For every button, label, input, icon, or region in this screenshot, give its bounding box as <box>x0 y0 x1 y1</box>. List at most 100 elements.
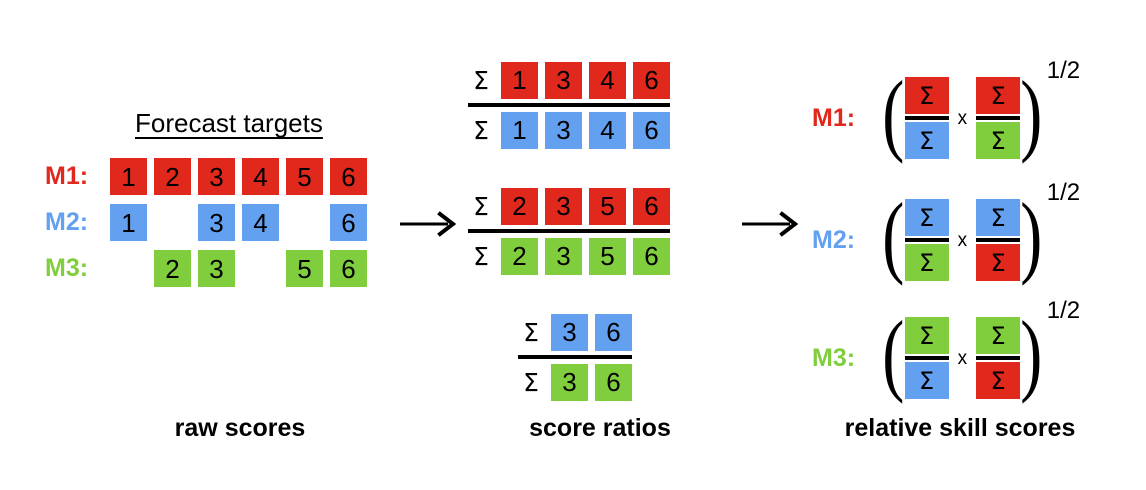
ratio-cell: 3 <box>551 313 588 351</box>
ratio-cell: 1 <box>501 61 538 99</box>
ratio-cell: 5 <box>589 237 626 275</box>
skill-fraction-second: Σ Σ <box>976 317 1021 399</box>
arrow-ratios-to-skill-icon <box>742 211 802 237</box>
left-parenthesis: ( <box>882 184 905 287</box>
raw-row-label-m1: M1: <box>45 162 89 190</box>
fraction-bar <box>904 116 949 120</box>
raw-cell-empty <box>110 250 147 287</box>
fraction-bar <box>904 356 949 360</box>
ratio-cell: 4 <box>589 111 626 149</box>
caption-raw-scores: raw scores <box>174 414 306 442</box>
ratio-cell: 1 <box>501 111 538 149</box>
ratio-cell: 6 <box>633 111 670 149</box>
raw-cell: 4 <box>242 158 279 195</box>
fraction-numerator: Σ 2 3 5 6 <box>468 186 670 226</box>
right-parenthesis: ) <box>1020 62 1043 165</box>
fraction-denominator: Σ 1 3 4 6 <box>468 110 670 150</box>
raw-cell: 3 <box>198 204 235 241</box>
sigma-symbol: Σ <box>523 317 539 347</box>
ratio-cell: 5 <box>589 187 626 225</box>
ratio-cell: 2 <box>501 237 538 275</box>
right-parenthesis: ) <box>1020 184 1043 287</box>
fraction-numerator: Σ 1 3 4 6 <box>468 60 670 100</box>
sigma-cell-numerator: Σ <box>904 77 949 114</box>
raw-cell: 2 <box>154 250 191 287</box>
fraction-bar <box>518 355 632 359</box>
raw-cell: 5 <box>286 158 323 195</box>
skill-expression: Σ Σ x Σ Σ <box>904 77 1021 159</box>
sigma-cell-numerator: Σ <box>976 77 1021 114</box>
fraction-denominator: Σ 3 6 <box>518 362 632 402</box>
forecast-targets-title: Forecast targets <box>135 108 323 138</box>
exponent-label: 1/2 <box>1046 57 1081 84</box>
raw-cell-empty <box>286 204 323 241</box>
sigma-cell-denominator: Σ <box>904 122 949 159</box>
sigma-symbol: Σ <box>473 241 489 271</box>
raw-cell: 4 <box>242 204 279 241</box>
score-ratio-fraction-3: Σ 3 6 Σ 3 6 <box>518 312 632 402</box>
raw-cell: 1 <box>110 158 147 195</box>
sigma-cell-denominator: Σ <box>976 244 1021 281</box>
ratio-cell: 6 <box>633 61 670 99</box>
raw-cell: 6 <box>330 204 367 241</box>
raw-cell: 6 <box>330 158 367 195</box>
relative-skill-row-m1: M1: ( Σ Σ x Σ Σ ) 1/2 <box>812 55 1081 165</box>
skill-fraction-first: Σ Σ <box>904 77 949 159</box>
ratio-cell: 3 <box>545 187 582 225</box>
skill-fraction-second: Σ Σ <box>976 199 1021 281</box>
fraction-bar <box>468 229 670 233</box>
left-parenthesis: ( <box>882 302 905 405</box>
skill-row-label-m3: M3: <box>812 343 856 372</box>
multiplication-symbol: x <box>957 108 968 129</box>
ratio-cell: 3 <box>551 363 588 401</box>
skill-expression: Σ Σ x Σ Σ <box>904 199 1021 281</box>
fraction-bar <box>976 356 1021 360</box>
sigma-cell-numerator: Σ <box>904 199 949 236</box>
ratio-cell: 4 <box>589 61 626 99</box>
sigma-cell-numerator: Σ <box>904 317 949 354</box>
sigma-symbol: Σ <box>473 65 489 95</box>
raw-cell-empty <box>154 204 191 241</box>
raw-row-label-m2: M2: <box>45 208 89 236</box>
multiplication-symbol: x <box>957 348 968 369</box>
raw-row-label-m3: M3: <box>45 254 89 282</box>
caption-score-ratios: score ratios <box>529 414 671 442</box>
caption-relative-skill-scores: relative skill scores <box>844 414 1076 442</box>
raw-cell: 1 <box>110 204 147 241</box>
sigma-cell-denominator: Σ <box>904 244 949 281</box>
arrow-raw-to-ratios-icon <box>400 211 460 237</box>
raw-cell: 2 <box>154 158 191 195</box>
ratio-cell: 6 <box>595 313 632 351</box>
raw-cell: 6 <box>330 250 367 287</box>
ratio-cell: 6 <box>633 187 670 225</box>
relative-skill-row-m3: M3: ( Σ Σ x Σ Σ ) 1/2 <box>812 295 1080 405</box>
fraction-bar <box>468 103 670 107</box>
fraction-numerator: Σ 3 6 <box>518 312 632 352</box>
skill-row-label-m2: M2: <box>812 225 856 254</box>
sigma-symbol: Σ <box>473 115 489 145</box>
score-ratio-fraction-1: Σ 1 3 4 6 Σ 1 3 4 6 <box>468 60 670 150</box>
skill-expression: Σ Σ x Σ Σ <box>904 317 1021 399</box>
raw-cell-empty <box>242 250 279 287</box>
sigma-cell-denominator: Σ <box>976 122 1021 159</box>
right-parenthesis: ) <box>1020 302 1043 405</box>
sigma-cell-numerator: Σ <box>976 317 1021 354</box>
skill-fraction-first: Σ Σ <box>904 199 949 281</box>
ratio-cell: 6 <box>595 363 632 401</box>
relative-skill-row-m2: M2: ( Σ Σ x Σ Σ ) 1/2 <box>812 177 1081 287</box>
ratio-cell: 6 <box>633 237 670 275</box>
multiplication-symbol: x <box>957 230 968 251</box>
fraction-bar <box>904 238 949 242</box>
exponent-label: 1/2 <box>1046 179 1081 206</box>
raw-score-row-m3: M3: 2 3 5 6 <box>45 250 367 287</box>
sigma-symbol: Σ <box>523 367 539 397</box>
ratio-cell: 3 <box>545 111 582 149</box>
fraction-denominator: Σ 2 3 5 6 <box>468 236 670 276</box>
raw-cell: 5 <box>286 250 323 287</box>
fraction-bar <box>976 238 1021 242</box>
fraction-bar <box>976 116 1021 120</box>
raw-cell: 3 <box>198 250 235 287</box>
skill-fraction-second: Σ Σ <box>976 77 1021 159</box>
sigma-cell-denominator: Σ <box>976 362 1021 399</box>
